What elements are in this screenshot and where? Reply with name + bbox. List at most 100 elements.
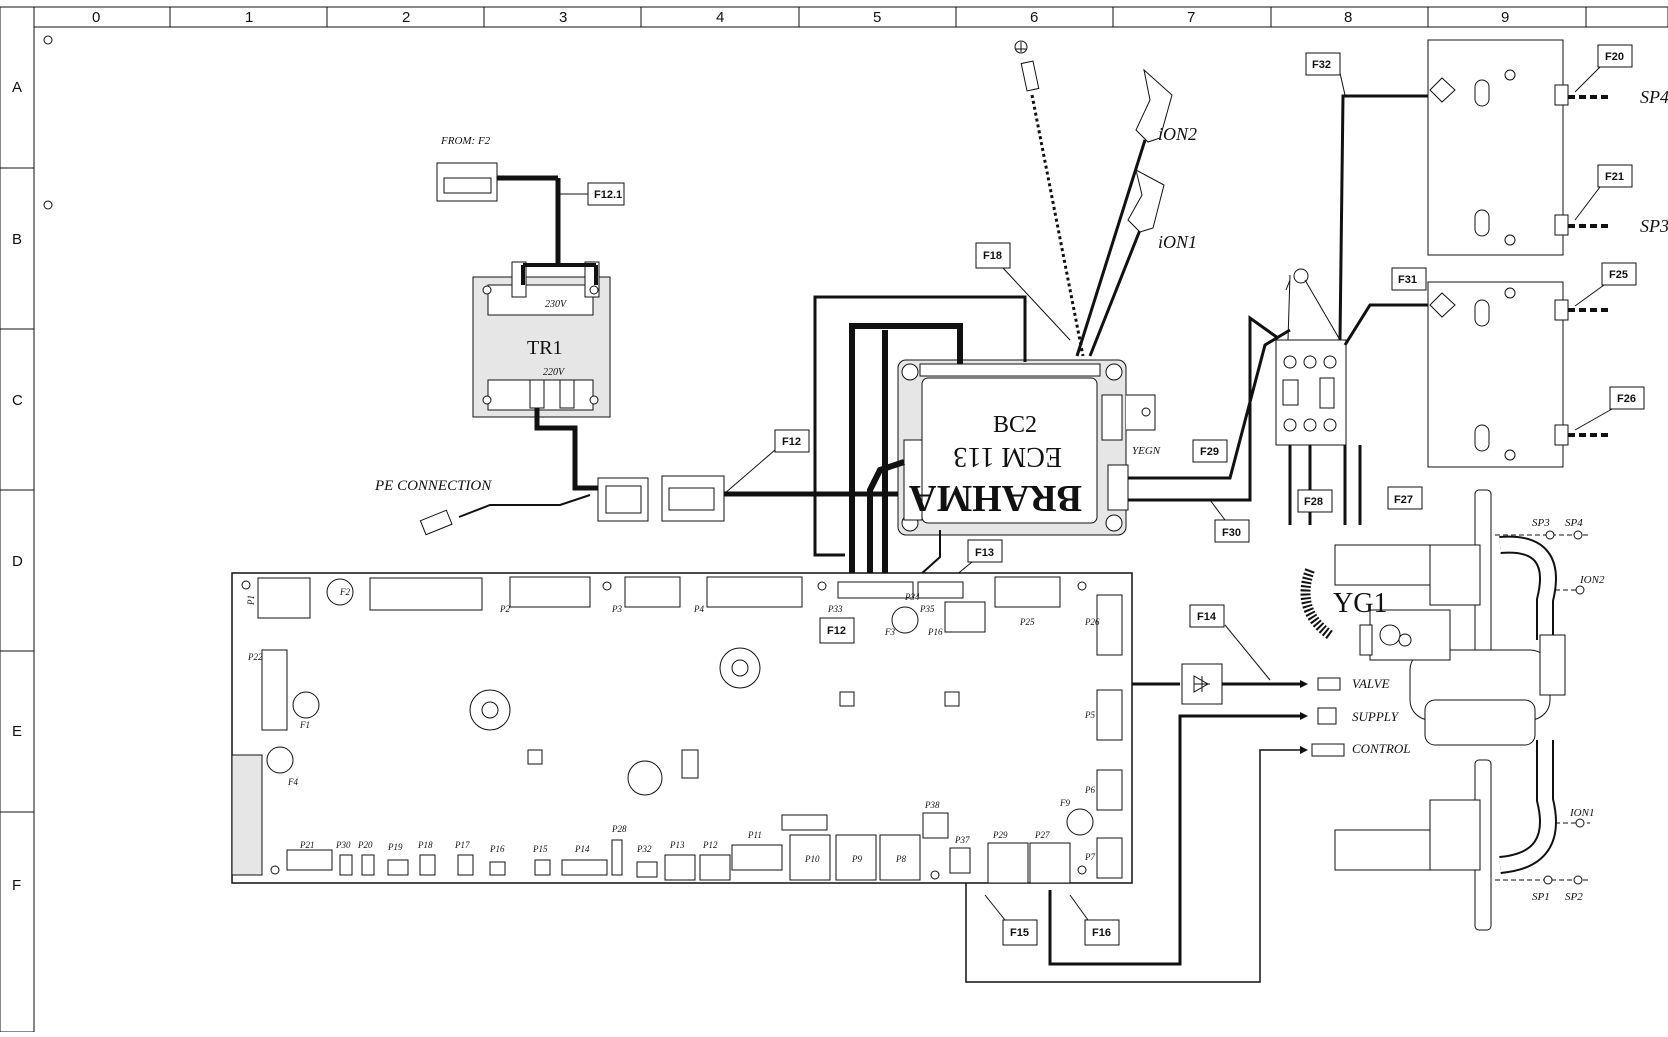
tag-f16-text: F16 bbox=[1092, 927, 1111, 939]
wire-control bbox=[965, 749, 1300, 983]
tag-f27 bbox=[1387, 486, 1423, 510]
label-bc2: BC2 bbox=[993, 412, 1037, 438]
tag-f12-top-text: F12 bbox=[782, 436, 801, 448]
tag-f18-text: F18 bbox=[983, 250, 1002, 262]
mount-hole-icon bbox=[43, 35, 53, 45]
tag-f21-text: F21 bbox=[1605, 171, 1624, 183]
tag-f20-text: F20 bbox=[1605, 51, 1624, 63]
label-ion2-small: ION2 bbox=[1579, 574, 1605, 586]
tag-f15 bbox=[1002, 919, 1038, 946]
grid-row-f: F bbox=[12, 877, 21, 894]
tag-f29-text: F29 bbox=[1200, 446, 1219, 458]
tag-f31 bbox=[1391, 267, 1427, 291]
wire-ion1 bbox=[1088, 229, 1142, 357]
pcb-p32: P32 bbox=[636, 844, 652, 854]
inline-connector bbox=[597, 475, 725, 522]
tag-f16 bbox=[1084, 919, 1120, 946]
grid-col-3: 3 bbox=[559, 9, 567, 26]
grid-col-4: 4 bbox=[716, 9, 724, 26]
label-sp-lower: SP3 bbox=[1640, 216, 1668, 236]
pcb-p15: P15 bbox=[532, 844, 548, 854]
tag-f14 bbox=[1189, 604, 1225, 628]
label-sp2: SP2 bbox=[1565, 891, 1583, 903]
pe-lug bbox=[419, 509, 453, 536]
pcb-p17: P17 bbox=[454, 840, 470, 850]
pcb-p35: P35 bbox=[919, 604, 935, 614]
label-from-f2: FROM: F2 bbox=[440, 135, 491, 147]
tag-f20 bbox=[1597, 44, 1633, 68]
solenoid-upper bbox=[1427, 39, 1569, 256]
transformer-tr1 bbox=[472, 261, 611, 418]
grid-row-d: D bbox=[12, 553, 23, 570]
wire-bc2-loop1 bbox=[813, 295, 1027, 557]
tag-f32 bbox=[1305, 52, 1341, 76]
wire-bc2-loop3 bbox=[867, 459, 905, 590]
pcb-p22: P22 bbox=[247, 652, 263, 662]
label-control: CONTROL bbox=[1352, 741, 1411, 756]
wire-earth-dotted bbox=[1030, 94, 1085, 357]
wire-ion2 bbox=[1075, 139, 1147, 357]
tag-f18 bbox=[975, 242, 1011, 269]
relay-earth-icon bbox=[1293, 268, 1309, 284]
pcb-p21: P21 bbox=[299, 840, 315, 850]
tag-f26 bbox=[1609, 386, 1645, 410]
pcb-p16b: P16 bbox=[489, 844, 505, 854]
tag-f15-text: F15 bbox=[1010, 927, 1029, 939]
pcb-p5: P5 bbox=[1084, 710, 1095, 720]
pcb-p12: P12 bbox=[702, 840, 718, 850]
wire-supply bbox=[1048, 714, 1300, 966]
tag-f25-text: F25 bbox=[1609, 269, 1628, 281]
pcb-f3: F3 bbox=[884, 627, 895, 637]
pcb-p34: P34 bbox=[904, 592, 920, 602]
label-sp3: SP3 bbox=[1532, 517, 1550, 529]
label-230v: 230V bbox=[545, 299, 568, 310]
grid-col-9: 9 bbox=[1501, 9, 1509, 26]
grid-col-2: 2 bbox=[402, 9, 410, 26]
tag-f14-text: F14 bbox=[1197, 611, 1217, 623]
label-sp-upper: SP4 bbox=[1640, 87, 1668, 107]
grid-row-c: C bbox=[12, 392, 23, 409]
pcb-p25: P25 bbox=[1019, 617, 1035, 627]
mount-hole-icon bbox=[43, 200, 53, 210]
label-220v: 220V bbox=[543, 367, 566, 378]
label-tr1: TR1 bbox=[527, 337, 563, 359]
grid-row-e: E bbox=[12, 723, 22, 740]
gas-valve-assembly bbox=[1300, 489, 1566, 931]
from-f2-connector bbox=[436, 162, 598, 285]
grid-frame bbox=[0, 6, 1668, 1033]
pcb-p28: P28 bbox=[611, 824, 627, 834]
pcb-f4: F4 bbox=[287, 777, 298, 787]
tag-f12-pcb bbox=[819, 617, 855, 644]
pcb-p38: P38 bbox=[924, 800, 940, 810]
tag-f30-text: F30 bbox=[1222, 527, 1241, 539]
pcb-p33: P33 bbox=[827, 604, 843, 614]
pcb-p10: P10 bbox=[804, 854, 820, 864]
tag-f26-text: F26 bbox=[1617, 393, 1636, 405]
pcb-p13: P13 bbox=[669, 840, 685, 850]
label-ion2: iON2 bbox=[1158, 124, 1197, 144]
grid-row-a: A bbox=[12, 79, 22, 96]
grid-col-6: 6 bbox=[1030, 9, 1038, 26]
tag-f25 bbox=[1601, 262, 1637, 286]
pcb-p3: P3 bbox=[611, 604, 622, 614]
pcb-p26: P26 bbox=[1084, 617, 1100, 627]
tag-f28 bbox=[1297, 489, 1333, 513]
pcb-p6: P6 bbox=[1084, 785, 1095, 795]
tag-f13 bbox=[967, 539, 1003, 563]
earth-lug bbox=[1020, 60, 1040, 92]
pcb-p2: P2 bbox=[499, 604, 510, 614]
wire-tr1-secondary bbox=[534, 408, 605, 491]
tag-f32-text: F32 bbox=[1312, 59, 1331, 71]
relay-contactor bbox=[1275, 339, 1347, 446]
pcb-f1: F1 bbox=[299, 720, 310, 730]
grid-col-8: 8 bbox=[1344, 9, 1352, 26]
pcb-p7: P7 bbox=[1084, 852, 1095, 862]
label-yg1: YG1 bbox=[1333, 588, 1387, 619]
tag-f12-pcb-text: F12 bbox=[827, 625, 846, 637]
label-ion1-small: ION1 bbox=[1569, 807, 1594, 819]
tag-f12-top bbox=[774, 429, 810, 453]
bc2-control-unit bbox=[897, 359, 1156, 536]
pcb-p20: P20 bbox=[357, 840, 373, 850]
